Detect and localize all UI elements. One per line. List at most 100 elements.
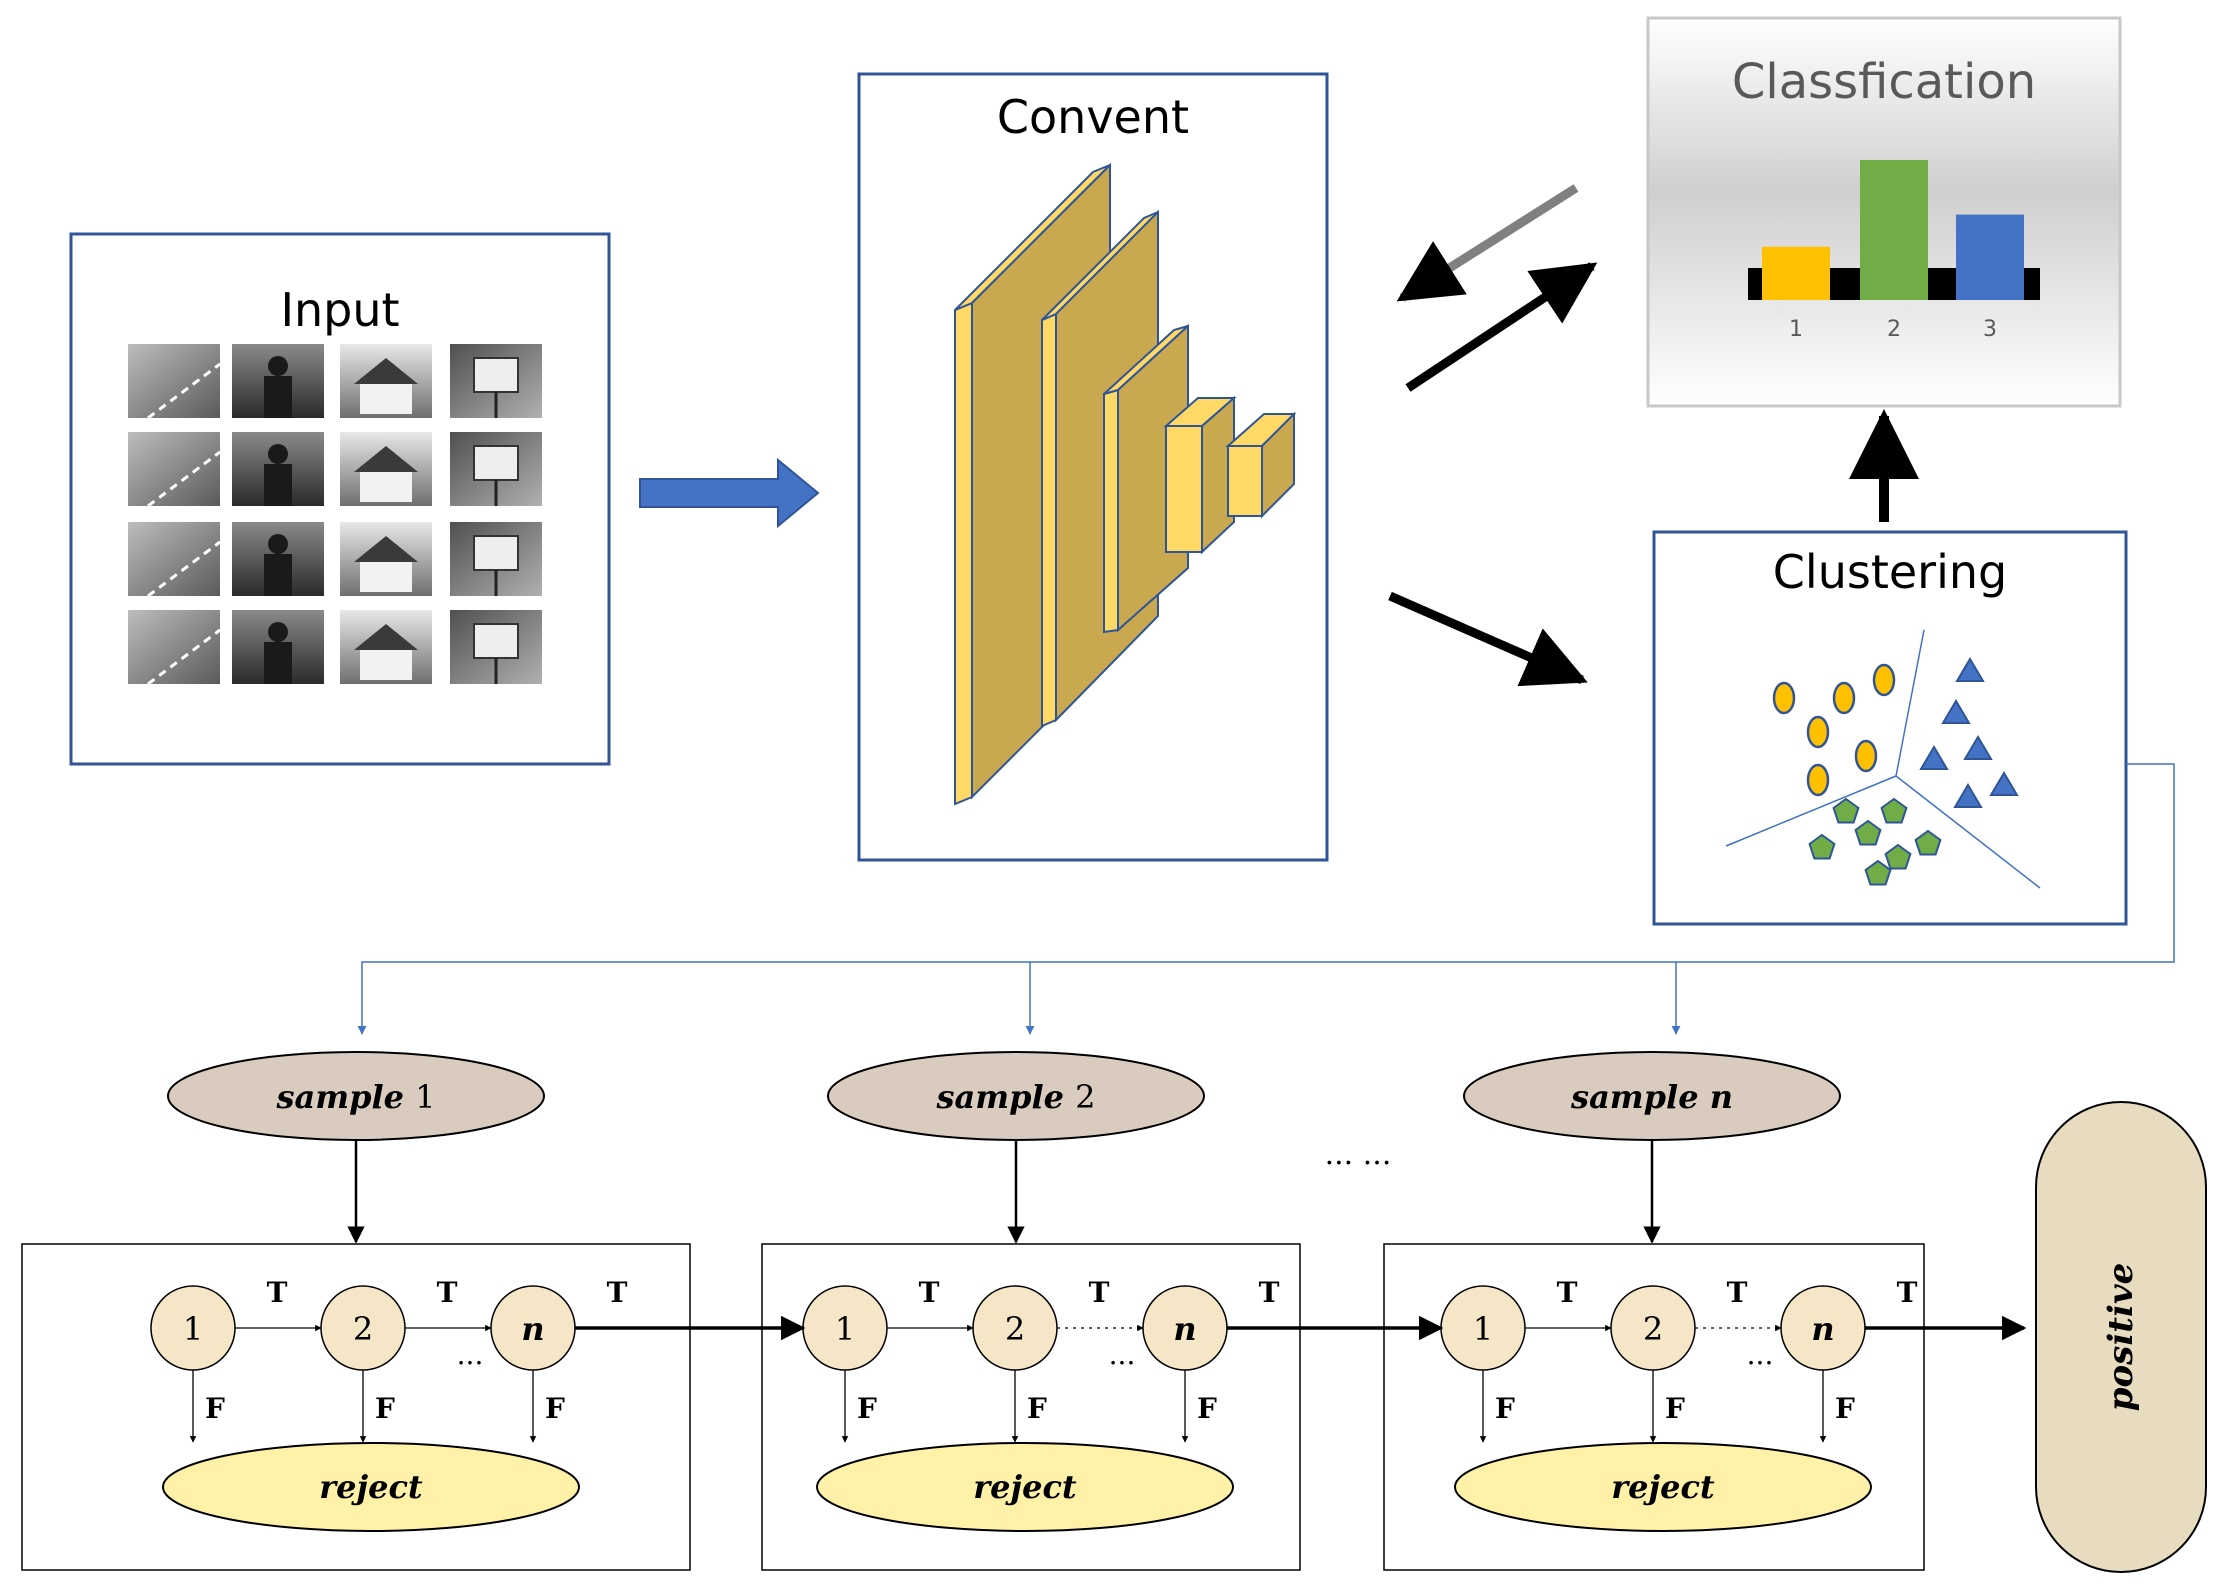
cluster-point-triangle	[1989, 771, 2019, 796]
convnet-to-clustering-arrow	[1388, 591, 1588, 687]
false-label: F	[1835, 1392, 1855, 1425]
clustering-panel: Clustering	[1652, 530, 2128, 926]
convnet-to-classification-arrow	[1405, 262, 1598, 392]
thumbnail-road	[128, 344, 221, 420]
cluster-point-pentagon	[1914, 829, 1942, 856]
true-label: T	[267, 1276, 288, 1309]
cluster-point-oval	[1806, 763, 1830, 797]
cluster-point-oval	[1772, 681, 1796, 715]
classification-title: Classfication	[1732, 54, 2036, 110]
cluster-point-oval	[1872, 663, 1896, 697]
classifier-node-label: 2	[1005, 1310, 1025, 1348]
positive-terminal: positive	[2035, 1101, 2207, 1573]
thumbnail-sign	[450, 610, 542, 684]
reject-label: reject	[319, 1468, 423, 1506]
classifier-node-label: 1	[183, 1310, 203, 1348]
true-label: T	[607, 1276, 628, 1309]
classifier-node-label: n	[521, 1310, 544, 1348]
cluster-divider	[1725, 775, 1897, 847]
convnet-title: Convent	[997, 90, 1189, 144]
false-label: F	[1495, 1392, 1515, 1425]
bar-2	[1860, 160, 1928, 300]
reject-label: reject	[973, 1468, 1077, 1506]
classification-panel: Classfication 1 2 3	[1646, 16, 2122, 408]
classifier-node-label: 1	[835, 1310, 855, 1348]
sample-distribution-lines	[357, 763, 2175, 1035]
input-title: Input	[280, 283, 399, 337]
cascade-box	[1383, 1243, 1925, 1571]
reject-ellipse	[162, 1442, 580, 1532]
classifier-node-label: 2	[1643, 1310, 1663, 1348]
thumbnail-house	[340, 432, 432, 506]
cluster-point-triangle	[1941, 699, 1971, 724]
convnet-panel: Convent	[857, 72, 1329, 862]
true-label: T	[437, 1276, 458, 1309]
cascade-ellipsis: ...	[457, 1338, 484, 1371]
false-label: F	[1197, 1392, 1217, 1425]
cluster-point-oval	[1806, 715, 1830, 749]
true-label: T	[1259, 1276, 1280, 1309]
cluster-divider	[1895, 775, 2041, 889]
cluster-point-triangle	[1953, 783, 1983, 808]
cluster-point-pentagon	[1854, 819, 1882, 846]
cluster-point-pentagon	[1832, 797, 1860, 824]
cluster-point-triangle	[1955, 657, 1985, 682]
true-label: T	[1897, 1276, 1918, 1309]
cluster-divider	[1895, 629, 1925, 777]
sample-label: sample 2	[936, 1078, 1096, 1116]
cascade-ellipsis: ...	[1747, 1338, 1774, 1371]
samples-ellipsis: ... ...	[1325, 1137, 1392, 1172]
positive-label: positive	[2101, 1263, 2141, 1412]
cluster-point-pentagon	[1864, 859, 1892, 886]
thumbnail-road	[128, 522, 221, 598]
bar-label-1: 1	[1789, 317, 1803, 342]
bar-1	[1762, 246, 1830, 300]
classifier-node-label: n	[1811, 1310, 1834, 1348]
true-label: T	[919, 1276, 940, 1309]
input-panel: Input	[69, 232, 611, 766]
cluster-point-oval	[1854, 739, 1878, 773]
cascade-stage-3: sample nreject1FT2FTnFT...	[1383, 1051, 1925, 1571]
bar-label-2: 2	[1887, 317, 1901, 342]
true-label: T	[1089, 1276, 1110, 1309]
cascade-stage-1: sample 1reject1FT2FTnFT...	[21, 1051, 691, 1571]
false-label: F	[857, 1392, 877, 1425]
cluster-point-triangle	[1919, 745, 1949, 770]
false-label: F	[1665, 1392, 1685, 1425]
clustering-title: Clustering	[1773, 545, 2007, 599]
false-label: F	[545, 1392, 565, 1425]
thumbnail-sign	[450, 344, 542, 418]
input-image-grid	[128, 344, 542, 686]
cascade-ellipsis: ...	[1109, 1338, 1136, 1371]
classifier-node-label: 2	[353, 1310, 373, 1348]
cluster-point-pentagon	[1884, 843, 1912, 870]
thumbnail-road	[128, 610, 221, 686]
reject-label: reject	[1611, 1468, 1715, 1506]
bar-label-3: 3	[1983, 317, 1997, 342]
false-label: F	[375, 1392, 395, 1425]
thumbnail-house	[340, 344, 432, 418]
thumbnail-house	[340, 522, 432, 596]
thumbnail-person	[232, 610, 324, 684]
cluster-point-pentagon	[1880, 797, 1908, 824]
true-label: T	[1557, 1276, 1578, 1309]
false-label: F	[205, 1392, 225, 1425]
reject-ellipse	[1454, 1442, 1872, 1532]
conv-layer-5	[1225, 411, 1297, 519]
cascade-box	[761, 1243, 1301, 1571]
thumbnail-building	[340, 610, 432, 684]
false-label: F	[1027, 1392, 1047, 1425]
bar-3	[1956, 214, 2024, 300]
thumbnail-road	[128, 432, 221, 508]
thumbnail-people	[232, 344, 324, 418]
thumbnail-person	[232, 432, 324, 506]
feedback-gray-arrow	[1396, 184, 1579, 302]
cluster-point-pentagon	[1808, 833, 1836, 860]
conv-layer-3	[1103, 323, 1189, 634]
thumbnail-sign	[450, 522, 542, 596]
input-to-convnet-arrow	[639, 457, 820, 529]
thumbnail-person	[232, 522, 324, 596]
conv-layer-4	[1163, 395, 1237, 555]
